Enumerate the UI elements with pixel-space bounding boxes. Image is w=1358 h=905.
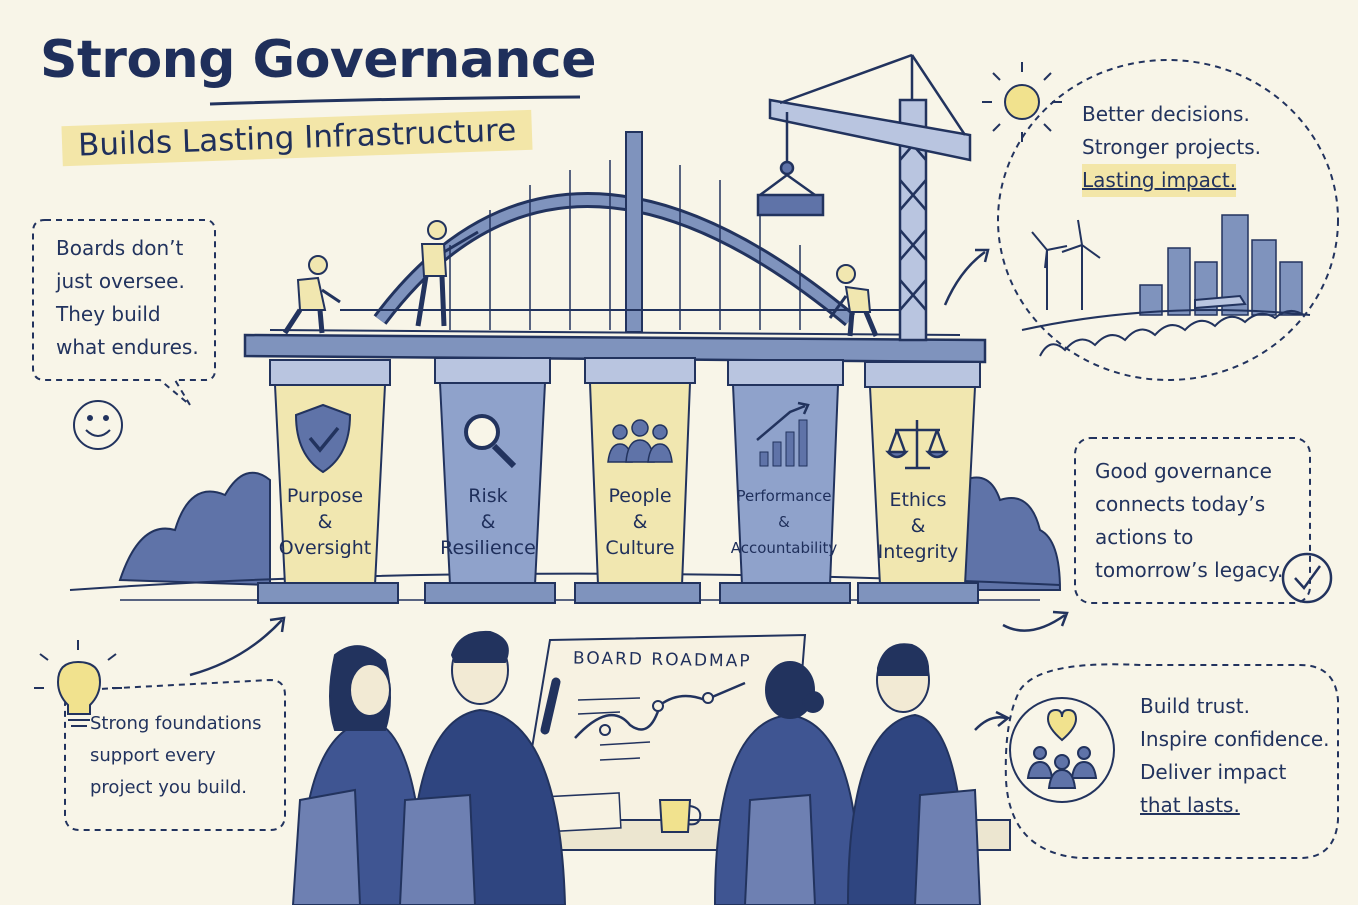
pillar-label-line: &: [778, 513, 790, 531]
pillar-label-line: Purpose: [286, 485, 364, 507]
note-boards-line: Boards don’t: [56, 236, 184, 260]
board-member-2: [398, 630, 567, 905]
pillar-label-line: &: [480, 511, 496, 533]
note-better-line: Stronger projects.: [1082, 135, 1262, 159]
pillar-label-performance: Performance & Accountability: [728, 483, 840, 561]
pillar-label-people: People & Culture: [585, 483, 695, 561]
note-trust: Build trust. Inspire confidence. Deliver…: [1140, 690, 1330, 822]
note-boards: Boards don’t just oversee. They build wh…: [56, 232, 199, 364]
pillar-4: [719, 359, 851, 604]
note-better-line: Lasting impact.: [1082, 164, 1237, 197]
trust-bubble: [1004, 663, 1339, 859]
wind-turbines: [1031, 219, 1101, 310]
worker-right: [828, 264, 879, 337]
arrow-decorations: [189, 248, 1069, 731]
good-bubble: [1074, 437, 1311, 604]
bushes-left: [118, 471, 271, 587]
crane: [756, 53, 972, 342]
pillar-label-line: Accountability: [730, 539, 838, 557]
pillar-label-line: Oversight: [278, 537, 372, 559]
note-good-line: connects today’s: [1095, 492, 1266, 516]
note-strong-line: support every: [90, 745, 216, 766]
bridge-deck: [243, 329, 987, 364]
pillar-label-line: Culture: [605, 537, 675, 559]
worker-middle: [415, 220, 479, 327]
note-boards-line: just oversee.: [56, 269, 185, 293]
coffee-mug-icon: [658, 799, 702, 833]
note-trust-line: Inspire confidence.: [1140, 727, 1330, 751]
pillar-1: [257, 359, 399, 604]
board-member-1: [291, 645, 427, 905]
board-member-4: [846, 643, 982, 905]
pillar-label-line: Integrity: [877, 541, 959, 563]
shield-check-icon: [294, 403, 352, 474]
smiley-icon: [73, 400, 123, 450]
pillar-label-line: &: [632, 511, 648, 533]
note-good-line: tomorrow’s legacy.: [1095, 558, 1284, 582]
roadmap-title: BOARD ROADMAP: [572, 648, 752, 672]
worker-left: [282, 255, 341, 335]
pillar-label-line: Ethics: [889, 489, 947, 511]
note-boards-line: They build: [56, 302, 161, 326]
check-circle-icon: [1281, 552, 1333, 604]
pillar-label-line: Resilience: [440, 537, 536, 559]
note-better: Better decisions. Stronger projects. Las…: [1082, 98, 1261, 197]
magnifier-icon: [464, 414, 517, 469]
pillar-label-risk: Risk & Resilience: [433, 483, 543, 561]
pillar-2: [424, 357, 556, 604]
growth-chart-icon: [756, 401, 810, 467]
pillar-label-line: People: [608, 485, 672, 507]
boards-bubble: [32, 219, 216, 406]
note-strong-line: Strong foundations: [90, 713, 262, 734]
sun-icon: [982, 62, 1062, 142]
note-boards-line: what endures.: [56, 335, 199, 359]
city-bridge: [1021, 294, 1311, 357]
people-group-icon: [607, 419, 673, 463]
community-heart-icon: [1009, 697, 1115, 803]
note-strong: Strong foundations support every project…: [90, 708, 262, 804]
note-strong-line: project you build.: [90, 777, 247, 798]
pillar-label-line: Performance: [736, 487, 832, 505]
pillar-label-purpose: Purpose & Oversight: [270, 483, 380, 561]
note-good-line: actions to: [1095, 525, 1194, 549]
pillar-label-line: &: [910, 515, 926, 537]
better-bubble: [997, 59, 1339, 381]
page-title: Strong Governance: [40, 30, 596, 90]
note-better-line: Better decisions.: [1082, 102, 1250, 126]
pillar-label-line: Risk: [468, 485, 508, 507]
scales-icon: [885, 420, 949, 470]
pillar-label-ethics: Ethics & Integrity: [863, 487, 973, 565]
bushes-right: [964, 476, 1062, 591]
note-trust-line: that lasts.: [1140, 793, 1240, 817]
note-trust-line: Build trust.: [1140, 694, 1250, 718]
pillar-3: [574, 357, 701, 604]
note-good: Good governance connects today’s actions…: [1095, 455, 1283, 587]
pillar-label-line: &: [317, 511, 333, 533]
note-trust-line: Deliver impact: [1140, 760, 1287, 784]
lightbulb-icon: [34, 640, 122, 727]
pillar-5: [857, 361, 981, 604]
note-good-line: Good governance: [1095, 459, 1272, 483]
